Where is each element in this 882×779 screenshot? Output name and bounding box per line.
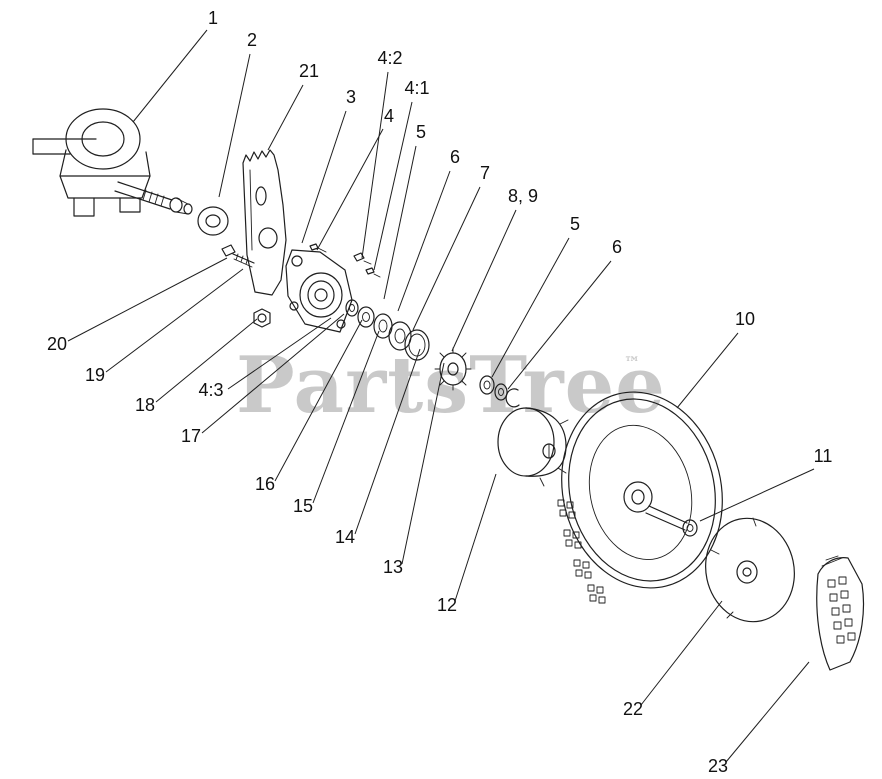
engine-housing [32,108,151,217]
callout-label: 1 [208,8,218,28]
leader-line-6 [507,260,612,390]
hex-nut [253,308,271,328]
callout-label: 2 [247,30,257,50]
callout-label: 4:3 [198,380,223,400]
leader-line-7 [412,186,481,331]
callout-label: 15 [293,496,313,516]
leader-line-22 [640,600,723,706]
gear-case-plate [285,249,353,333]
hub-cap [705,517,795,623]
callout-label: 8, 9 [508,186,538,206]
callout-label: 4 [384,106,394,126]
callout-label: 11 [814,446,833,466]
pinion-gear [434,347,472,391]
leader-line-5 [491,237,570,378]
callout-label: 21 [299,61,319,81]
leader-line-13 [401,362,445,565]
leader-line-1 [132,29,208,123]
spacer-washer [197,206,229,236]
leader-line-15 [312,330,380,504]
leader-line-21 [267,84,304,151]
callout-label: 4:2 [377,48,402,68]
leader-line-14 [354,348,421,535]
leader-line-20 [67,257,228,342]
leader-line-6 [397,170,451,312]
tread-segment [816,555,865,671]
callout-label: 5 [570,214,580,234]
leader-line-3 [301,110,347,244]
leader-line-10 [676,332,739,409]
callout-label: 17 [181,426,201,446]
leader-line-18 [155,318,258,403]
leader-line-4:3 [227,317,332,390]
callout-label: 13 [383,557,403,577]
callout-label: 18 [135,395,155,415]
washer-train [345,299,430,361]
leader-line-89 [451,209,517,352]
leader-line-4 [316,128,384,251]
callout-label: 16 [255,474,275,494]
callout-label: 22 [623,699,643,719]
leader-line-12 [454,473,497,602]
callout-label: 6 [612,237,622,257]
callout-label: 5 [416,122,426,142]
tread-pattern [557,499,576,519]
small-screws [353,252,381,278]
callout-label: 12 [437,595,457,615]
callout-label: 4:1 [404,78,429,98]
callout-label: 23 [708,756,728,776]
axle-bolt [645,505,698,537]
callout-label: 3 [346,87,356,107]
leader-line-16 [274,319,363,482]
watermark-trademark-icon: ™ [624,353,640,372]
rear-wheel [557,391,723,604]
leader-line-11 [699,468,815,522]
leader-line-17 [201,313,345,434]
callout-label: 20 [47,334,67,354]
leader-line-4:2 [361,71,389,259]
leader-line-4:1 [373,101,413,271]
gear-cover [497,407,569,487]
callout-label: 7 [480,163,490,183]
callout-label: 6 [450,147,460,167]
callout-label: 19 [85,365,105,385]
leader-line-19 [105,268,244,373]
rear-washers [479,375,520,408]
leader-line-2 [218,53,251,198]
leader-line-23 [725,661,810,763]
callout-label: 10 [735,309,755,329]
height-bracket [242,149,287,296]
callout-label: 14 [335,527,355,547]
drive-shaft [114,181,193,215]
leader-line-5 [383,145,417,300]
